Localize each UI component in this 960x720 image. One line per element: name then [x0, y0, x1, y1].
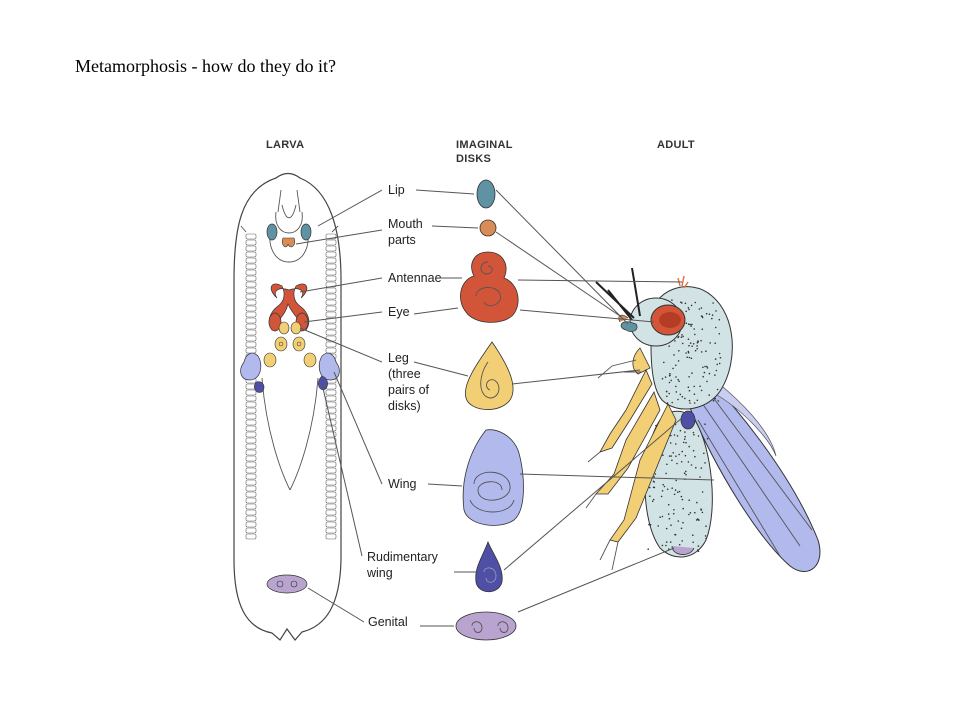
label-leg-line1: Leg [388, 351, 409, 365]
disk-genital [455, 611, 517, 641]
larva-mouth-parts-disk [282, 237, 295, 248]
leader-lines [295, 189, 715, 627]
disk-wing [462, 429, 524, 526]
larva-leg-disks [263, 321, 317, 368]
header-imaginal-disks-line1: IMAGINAL [456, 139, 513, 151]
fly-legs [585, 347, 677, 571]
disk-eye-antenna [460, 251, 519, 323]
fly-wing-back [711, 377, 777, 457]
slide-title: Metamorphosis - how do they do it? [75, 56, 336, 76]
structure-labels: Lip Mouth parts Antennae Eye Leg (three … [366, 183, 442, 629]
fly-haltere [680, 410, 696, 430]
label-lip: Lip [388, 183, 405, 197]
label-rudimentary-wing-line2: wing [366, 566, 393, 580]
larva-rudimentary-wing-disk [254, 381, 265, 393]
label-antennae: Antennae [388, 271, 442, 285]
larva-wing-disk [240, 352, 262, 381]
label-mouth-parts-line2: parts [388, 233, 416, 247]
label-genital: Genital [368, 615, 408, 629]
disk-rudimentary-wing [475, 540, 503, 593]
imaginal-disks-column [455, 179, 524, 641]
larva-body-outline [233, 172, 342, 641]
adult-fly-illustration [585, 267, 821, 572]
larva-illustration [233, 172, 342, 641]
fly-wing [689, 369, 821, 572]
label-mouth-parts-line1: Mouth [388, 217, 423, 231]
header-larva: LARVA [266, 139, 304, 151]
header-adult: ADULT [657, 139, 695, 151]
larva-genital-disk [266, 574, 308, 594]
label-leg-line4: disks) [388, 399, 421, 413]
disk-mouth-parts [479, 219, 497, 237]
header-imaginal-disks-line2: DISKS [456, 153, 491, 165]
label-wing: Wing [388, 477, 417, 491]
disk-leg [464, 341, 514, 410]
label-rudimentary-wing-line1: Rudimentary [367, 550, 439, 564]
label-leg-line2: (three [388, 367, 421, 381]
fly-mouth [620, 321, 638, 332]
disk-lip [476, 179, 496, 209]
label-leg-line3: pairs of [388, 383, 430, 397]
label-eye: Eye [388, 305, 410, 319]
larva-lip-disk [266, 223, 278, 241]
tracheal-tubes [245, 233, 337, 540]
